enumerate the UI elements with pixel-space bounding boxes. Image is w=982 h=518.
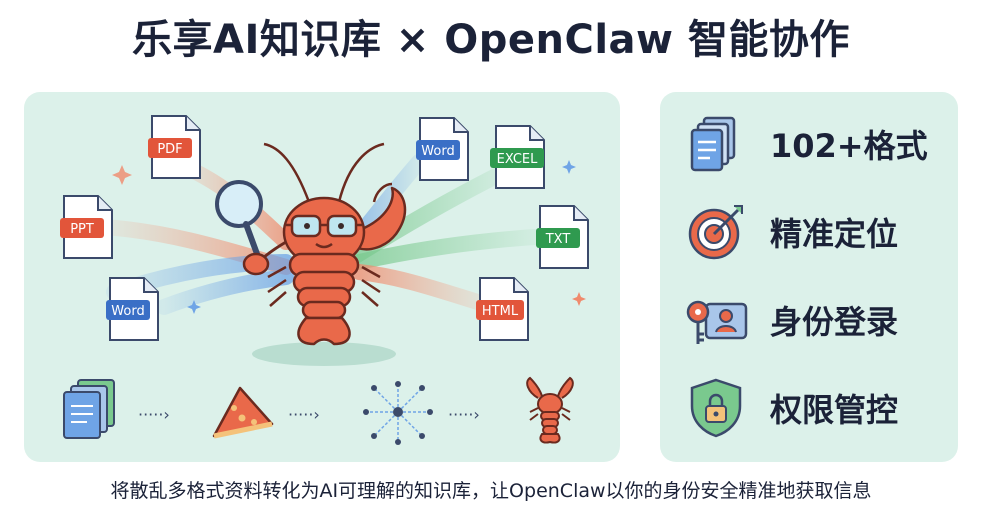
feature-label: 身份登录 xyxy=(770,303,899,341)
file-label: PDF xyxy=(157,142,182,157)
file-word-icon: Word xyxy=(416,117,469,181)
target-icon xyxy=(688,205,743,260)
feature-label: 精准定位 xyxy=(770,215,899,253)
pipeline-arrow: ·····› xyxy=(448,405,480,424)
pipeline-arrow: ·····› xyxy=(288,405,320,424)
file-label: HTML xyxy=(482,304,519,319)
pipeline-network-icon xyxy=(363,381,433,445)
file-txt-icon: TXT xyxy=(536,205,589,269)
key-id-card-icon xyxy=(686,300,748,344)
page-title: 乐享AI知识库 × OpenClaw 智能协作 xyxy=(132,17,850,63)
file-label: Word xyxy=(421,144,454,159)
pipeline-chunk-icon xyxy=(212,386,274,439)
file-ppt-icon: PPT xyxy=(60,195,113,259)
feature-identity-login: 身份登录 xyxy=(684,284,944,356)
features-panel: 102+格式 精准定位 身份登录 权限管控 xyxy=(660,92,958,462)
feature-precise-location: 精准定位 xyxy=(684,196,944,268)
file-label: PPT xyxy=(70,222,94,237)
pipeline-arrow: ·····› xyxy=(138,405,170,424)
page-subtitle: 将散乱多格式资料转化为AI可理解的知识库，让OpenClaw以你的身份安全精准地… xyxy=(110,480,872,502)
documents-icon xyxy=(690,116,736,172)
feature-formats: 102+格式 xyxy=(684,108,944,180)
lobster-mascot-icon xyxy=(215,142,407,366)
file-label: Word xyxy=(111,304,144,319)
pipeline-lobster-icon xyxy=(526,376,574,444)
shield-lock-icon xyxy=(690,378,742,438)
file-label: EXCEL xyxy=(497,152,538,167)
file-pdf-icon: PDF xyxy=(148,115,201,179)
file-excel-icon: EXCEL xyxy=(490,125,545,189)
illustration-panel: PDF PPT Word Word EXCEL xyxy=(24,92,620,462)
pipeline-documents-icon xyxy=(63,379,115,439)
file-word-icon: Word xyxy=(106,277,159,341)
feature-label: 权限管控 xyxy=(770,391,899,429)
file-html-icon: HTML xyxy=(476,277,529,341)
feature-permission-control: 权限管控 xyxy=(684,372,944,444)
feature-label: 102+格式 xyxy=(770,127,928,165)
file-label: TXT xyxy=(545,232,571,247)
lobster-illustration: PDF PPT Word Word EXCEL xyxy=(60,115,589,445)
sparkle-icons xyxy=(112,160,586,314)
